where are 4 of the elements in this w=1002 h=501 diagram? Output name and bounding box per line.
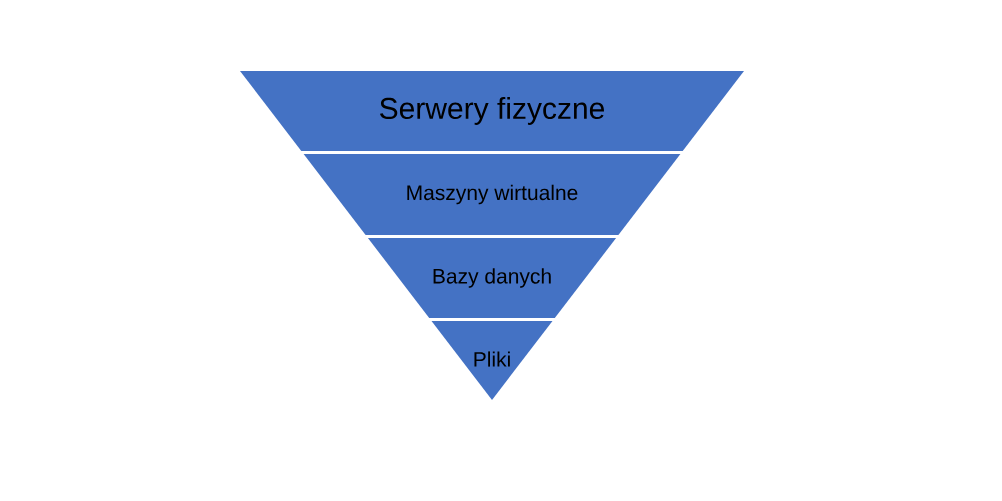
pyramid-layer: Bazy danych [367,238,617,318]
pyramid-layer: Pliki [431,321,553,400]
pyramid-layer: Maszyny wirtualne [303,154,681,235]
pyramid-layer: Serwery fizyczne [240,71,744,151]
